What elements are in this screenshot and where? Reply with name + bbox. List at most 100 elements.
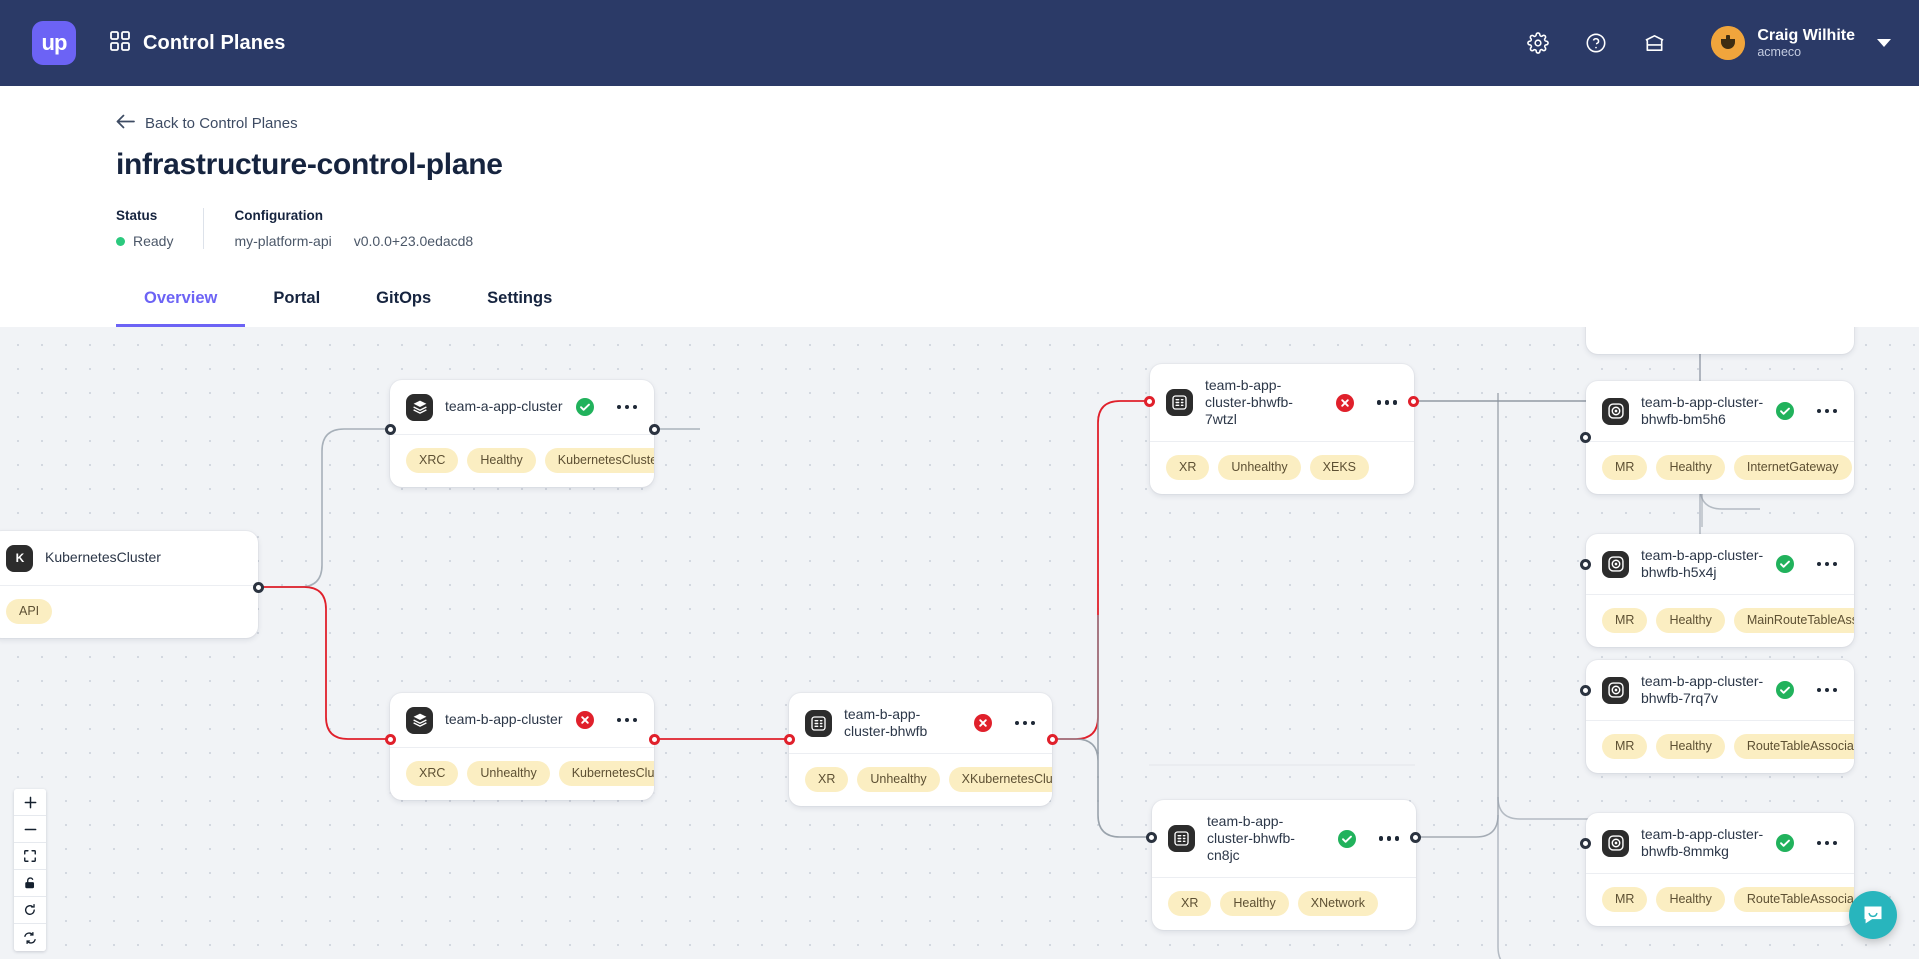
node-header: team-a-app-cluster (390, 380, 654, 434)
user-org: acmeco (1757, 45, 1802, 59)
status-dot-icon (116, 236, 125, 246)
configuration-label: Configuration (234, 208, 323, 223)
help-circle-icon[interactable] (1581, 28, 1611, 58)
tab-gitops[interactable]: GitOps (376, 289, 432, 307)
chip: KubernetesCluster (558, 761, 654, 786)
list-box-icon (805, 709, 832, 737)
upbound-logo[interactable]: up (32, 21, 76, 65)
connector-dot[interactable] (1580, 559, 1591, 570)
target-icon (1602, 397, 1629, 425)
node-team-b-app-cluster-bhwfb-7rq7v[interactable]: team-b-app-cluster-bhwfb-7rq7v MR Health… (1586, 660, 1854, 774)
connector-dot[interactable] (784, 734, 795, 745)
connector-dot[interactable] (253, 582, 264, 593)
svg-text:K: K (15, 551, 24, 565)
node-overflow-menu[interactable] (1816, 561, 1837, 567)
node-title: team-a-app-cluster (445, 398, 563, 415)
node-header: team-b-app-cluster (390, 693, 654, 747)
chip: API (6, 599, 53, 624)
connector-dot[interactable] (1408, 396, 1419, 407)
zoom-toolbar (14, 789, 46, 951)
node-overflow-menu[interactable] (1816, 687, 1837, 693)
connector-dot[interactable] (385, 734, 396, 745)
node-overflow-menu[interactable] (1816, 840, 1837, 846)
chip: Healthy (1220, 891, 1289, 917)
control-planes-nav[interactable]: Control Planes (110, 30, 286, 56)
chevron-down-icon[interactable] (1877, 39, 1891, 47)
configuration-version: v0.0.0+23.0edacd8 (353, 233, 474, 249)
node-team-a-app-cluster[interactable]: team-a-app-cluster XRC Healthy Kubernete… (390, 380, 654, 487)
status-unhealthy-icon (1335, 393, 1354, 412)
chip: XRC (406, 448, 459, 473)
top-nav-right: Craig Wilhite acmeco (1523, 26, 1891, 60)
node-chips: XR Unhealthy XEKS (1150, 441, 1414, 494)
status-unhealthy-icon (973, 714, 992, 733)
lock-icon[interactable] (14, 870, 46, 897)
tab-portal[interactable]: Portal (273, 289, 321, 307)
top-navigation-bar: up Control Planes (0, 0, 1919, 86)
node-overflow-menu[interactable] (1378, 836, 1399, 841)
node-team-b-app-cluster-bhwfb-cn8jc[interactable]: team-b-app-cluster-bhwfb-cn8jc XR Health… (1152, 800, 1416, 931)
node-chips: XR Unhealthy XKubernetesCluster (789, 753, 1052, 806)
user-menu[interactable]: Craig Wilhite acmeco (1711, 26, 1891, 60)
logo-text: up (41, 30, 68, 55)
node-kubernetescluster[interactable]: K KubernetesCluster API (0, 531, 258, 638)
chip: XKubernetesCluster (948, 767, 1052, 793)
marketplace-icon[interactable] (1639, 28, 1669, 58)
target-icon (1602, 550, 1629, 578)
chip: Healthy (1656, 734, 1725, 760)
node-overflow-menu[interactable] (1376, 400, 1397, 405)
connector-dot[interactable] (1146, 832, 1157, 843)
chip: XNetwork (1297, 891, 1378, 917)
arrow-left-icon (116, 114, 135, 133)
chip: KubernetesCluster (544, 448, 654, 473)
node-team-b-app-cluster-bhwfb[interactable]: team-b-app-cluster-bhwfb XR Unhealthy XK… (789, 693, 1052, 807)
fit-view-icon[interactable] (14, 843, 46, 870)
connector-dot[interactable] (649, 424, 660, 435)
tab-settings[interactable]: Settings (487, 289, 553, 307)
nav-title: Control Planes (143, 31, 286, 54)
node-title: team-b-app-cluster (445, 711, 563, 728)
node-overflow-menu[interactable] (616, 404, 637, 410)
refresh-icon[interactable] (14, 897, 46, 924)
user-name: Craig Wilhite (1757, 26, 1855, 44)
node-team-b-app-cluster-bhwfb-8mmkg[interactable]: team-b-app-cluster-bhwfb-8mmkg MR Health… (1586, 813, 1854, 927)
node-overflow-menu[interactable] (1014, 720, 1035, 726)
gear-icon[interactable] (1523, 28, 1553, 58)
chip: MR (1602, 734, 1648, 760)
connector-dot[interactable] (1580, 685, 1591, 696)
k-badge-icon: K (6, 544, 33, 572)
node-team-b-app-cluster-bhwfb-h5x4j[interactable]: team-b-app-cluster-bhwfb-h5x4j MR Health… (1586, 534, 1854, 648)
status-value: Ready (133, 233, 174, 249)
node-header: team-b-app-cluster-bhwfb-h5x4j (1586, 534, 1854, 594)
node-overflow-menu[interactable] (1816, 408, 1837, 414)
configuration-name: my-platform-api (234, 233, 332, 249)
node-overflow-menu[interactable] (616, 717, 637, 723)
status-healthy-icon (575, 398, 594, 416)
status-block: Status Ready (116, 208, 203, 249)
connector-dot[interactable] (1410, 832, 1421, 843)
status-healthy-icon (1775, 834, 1794, 853)
node-team-b-app-cluster[interactable]: team-b-app-cluster XRC Unhealthy Kuberne… (390, 693, 654, 800)
connector-dot[interactable] (1144, 396, 1155, 407)
node-team-b-app-cluster-bhwfb-7wtzl[interactable]: team-b-app-cluster-bhwfb-7wtzl XR Unheal… (1150, 364, 1414, 495)
sync-icon[interactable] (14, 924, 46, 951)
connector-dot[interactable] (1580, 838, 1591, 849)
connector-dot[interactable] (649, 734, 660, 745)
chip: Unhealthy (1218, 455, 1301, 481)
tab-bar: Overview Portal GitOps Settings (116, 279, 580, 327)
node-partial-top[interactable] (1586, 327, 1854, 354)
chip: MainRouteTableAssoc (1733, 608, 1854, 634)
node-team-b-app-cluster-bhwfb-bm5h6[interactable]: team-b-app-cluster-bhwfb-bm5h6 MR Health… (1586, 381, 1854, 495)
chip: XEKS (1309, 455, 1370, 481)
connector-dot[interactable] (385, 424, 396, 435)
node-header: team-b-app-cluster-bhwfb-8mmkg (1586, 813, 1854, 873)
connector-dot[interactable] (1580, 432, 1591, 443)
zoom-out-icon[interactable] (14, 816, 46, 843)
zoom-in-icon[interactable] (14, 789, 46, 816)
tab-overview[interactable]: Overview (116, 279, 246, 327)
back-to-control-planes-link[interactable]: Back to Control Planes (116, 114, 298, 133)
chat-bubble-icon[interactable] (1849, 891, 1897, 939)
connector-dot[interactable] (1047, 734, 1058, 745)
resource-graph-canvas[interactable]: K KubernetesCluster API team-a-app-clust… (0, 327, 1919, 959)
node-header: team-b-app-cluster-bhwfb (789, 693, 1052, 753)
